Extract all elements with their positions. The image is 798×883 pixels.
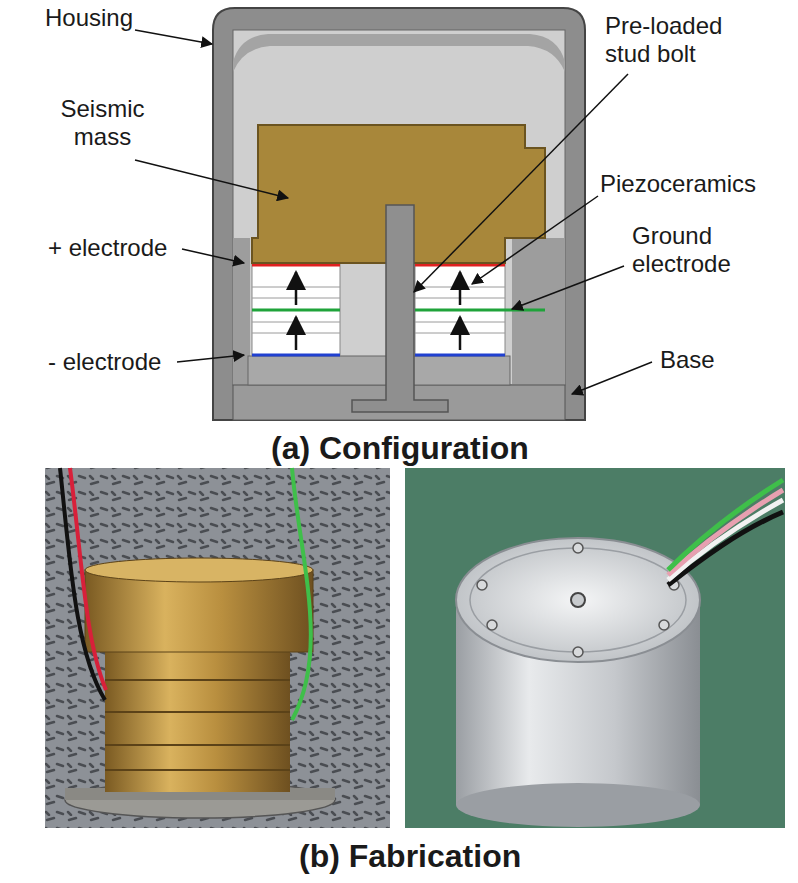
panel-caption: (a) Configuration (271, 428, 529, 468)
electrode-label: + electrode (48, 234, 167, 262)
electrode-label: Ground electrode (632, 222, 757, 278)
electrode-label: - electrode (48, 348, 161, 376)
part-label: Seismic mass (45, 95, 160, 151)
part-label: Piezoceramics (600, 170, 756, 198)
part-label: Base (660, 346, 715, 374)
part-label: Pre-loaded stud bolt (605, 12, 740, 68)
part-label: Housing (45, 4, 133, 32)
panel-caption: (b) Fabrication (299, 836, 521, 876)
